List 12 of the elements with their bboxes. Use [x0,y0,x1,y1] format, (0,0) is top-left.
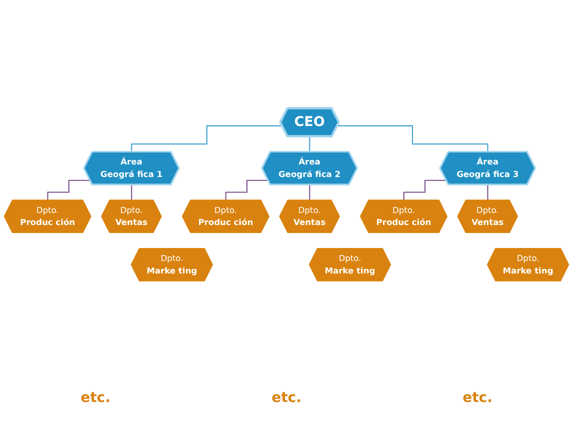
connector [403,180,446,202]
connector [225,180,268,202]
note-text: etc. [80,390,110,406]
connector [47,180,90,202]
connector [337,126,488,153]
connector [131,126,282,153]
connector [309,136,310,153]
connector [309,184,310,202]
note-text: etc. [462,390,492,406]
note-text: etc. [272,390,302,406]
connector [487,184,488,202]
connector [131,184,132,202]
